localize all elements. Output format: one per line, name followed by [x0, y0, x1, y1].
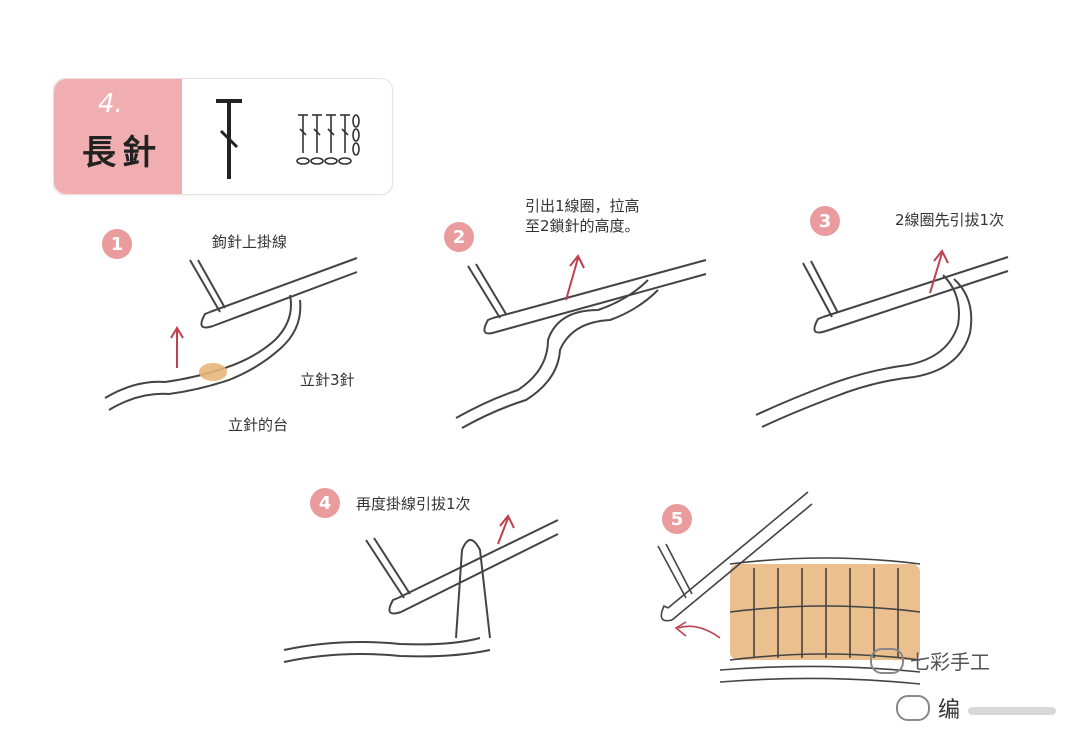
step-4-illustration	[283, 514, 559, 663]
step-1-illustration	[104, 257, 358, 411]
watermark-footer: 编	[896, 692, 1057, 724]
step-1-badge: 1	[102, 229, 132, 259]
double-crochet-symbol-icon	[216, 99, 242, 179]
step-3-illustration	[755, 249, 1009, 428]
header-pink-panel: 4. 長針	[54, 79, 182, 194]
step-3-badge: 3	[810, 206, 840, 236]
step-5-badge: 5	[662, 504, 692, 534]
watermark-text: 七彩手工	[910, 650, 990, 674]
stitch-header-card: 4. 長針	[53, 78, 393, 195]
step-1-label-hook: 鉤針上掛線	[212, 233, 288, 251]
step-2-label: 引出1線圈，拉高 至2鎖針的高度。	[525, 197, 640, 235]
watermark-brand: 七彩手工	[870, 646, 990, 675]
step-4-label: 再度掛線引拔1次	[356, 495, 471, 513]
step-5-illustration	[657, 491, 921, 685]
watermark-blur-bar	[968, 707, 1057, 715]
stitch-number: 4.	[98, 89, 123, 119]
wechat-logo-icon	[870, 647, 904, 674]
step-4-badge: 4	[310, 488, 340, 518]
step-2-illustration	[455, 254, 707, 429]
step-2-badge: 2	[444, 222, 474, 252]
step-1-label-base: 立針的台	[228, 416, 289, 434]
step-3-label: 2線圈先引拔1次	[895, 211, 1005, 229]
stitch-title: 長針	[82, 133, 162, 173]
stitch-row-chart-icon	[296, 114, 360, 165]
step-1-label-chain: 立針3針	[300, 371, 355, 389]
wechat-logo-icon-2	[896, 695, 930, 721]
watermark-footer-text: 编	[938, 698, 961, 723]
